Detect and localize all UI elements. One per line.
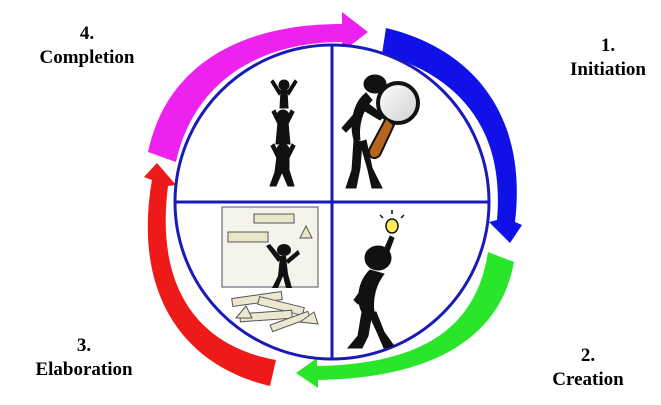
phase-number: 1.: [600, 35, 616, 56]
phase-name: Creation: [552, 369, 624, 390]
phase-name: Elaboration: [35, 359, 133, 380]
stacked-figures-tower-icon: [269, 79, 298, 187]
phase-label-elaboration: 3. Elaboration: [0, 334, 168, 382]
quadrant-circle: [173, 43, 491, 361]
phase-label-initiation: 1. Initiation: [548, 34, 661, 82]
phase-number: 3.: [76, 335, 92, 356]
phase-label-completion: 4. Completion: [12, 22, 162, 70]
phase-arrows: [144, 12, 522, 388]
phase-number: 2.: [580, 345, 596, 366]
phase-name: Initiation: [569, 59, 647, 80]
arrow-initiation-icon: [382, 28, 522, 243]
arrow-completion-icon: [148, 12, 368, 162]
phase-label-creation: 2. Creation: [528, 344, 648, 392]
phase-number: 4.: [79, 23, 95, 44]
arrow-elaboration-icon: [144, 163, 276, 386]
figure-building-with-blocks-icon: [221, 206, 319, 333]
figure-with-lightbulb-idea-icon: [346, 210, 405, 349]
phase-name: Completion: [39, 47, 135, 68]
figure-with-magnifying-glass-icon: [341, 74, 420, 189]
arrow-creation-icon: [296, 252, 514, 388]
